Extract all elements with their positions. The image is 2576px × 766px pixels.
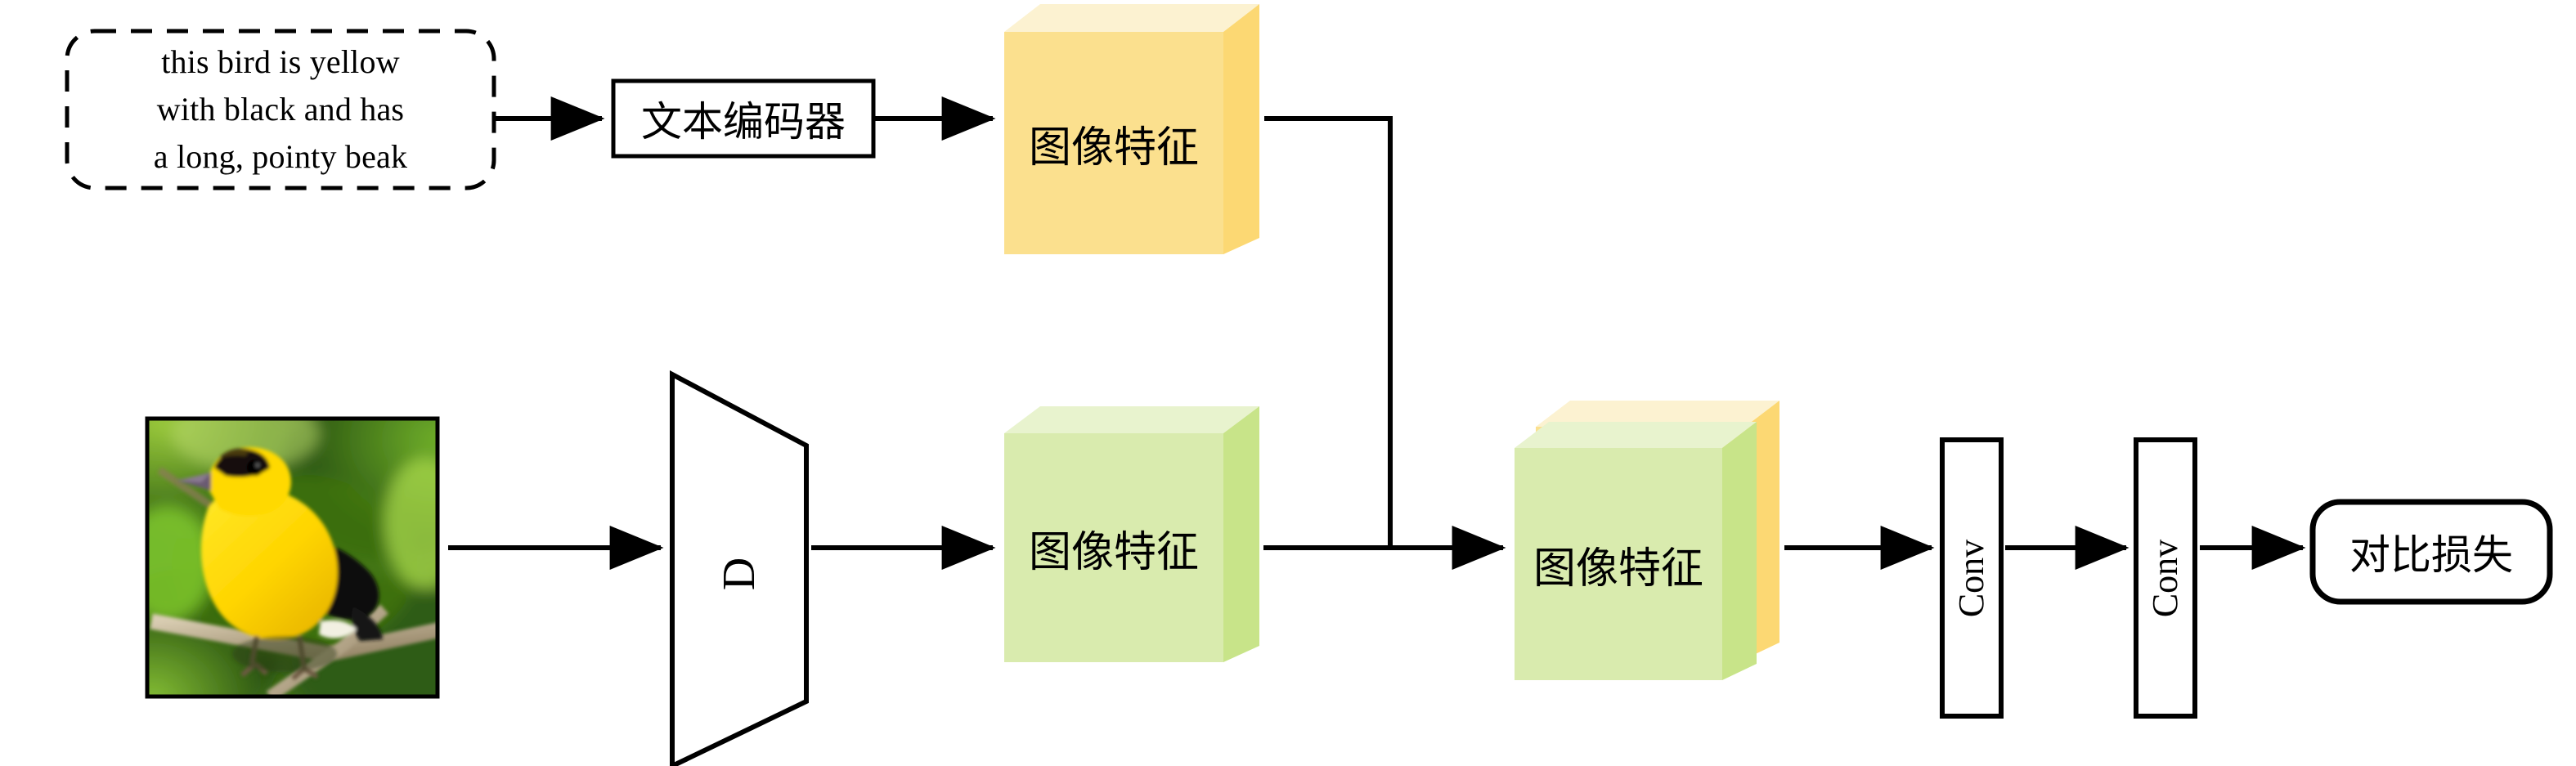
conv-block-1 [1940, 437, 2004, 719]
text-feature-cube [1004, 4, 1259, 254]
conv-block-2 [2134, 437, 2197, 719]
image-feature-cube [1004, 406, 1259, 662]
text-encoder-box [611, 78, 876, 159]
image-encoder-trapezoid [670, 370, 809, 766]
contrastive-loss-box [2309, 499, 2553, 605]
edge-text-feature-to-fusion [1264, 116, 1393, 548]
text-prompt-box [65, 29, 496, 190]
bird-image-thumbnail [145, 416, 440, 699]
fused-feature-cube [1515, 401, 1779, 680]
